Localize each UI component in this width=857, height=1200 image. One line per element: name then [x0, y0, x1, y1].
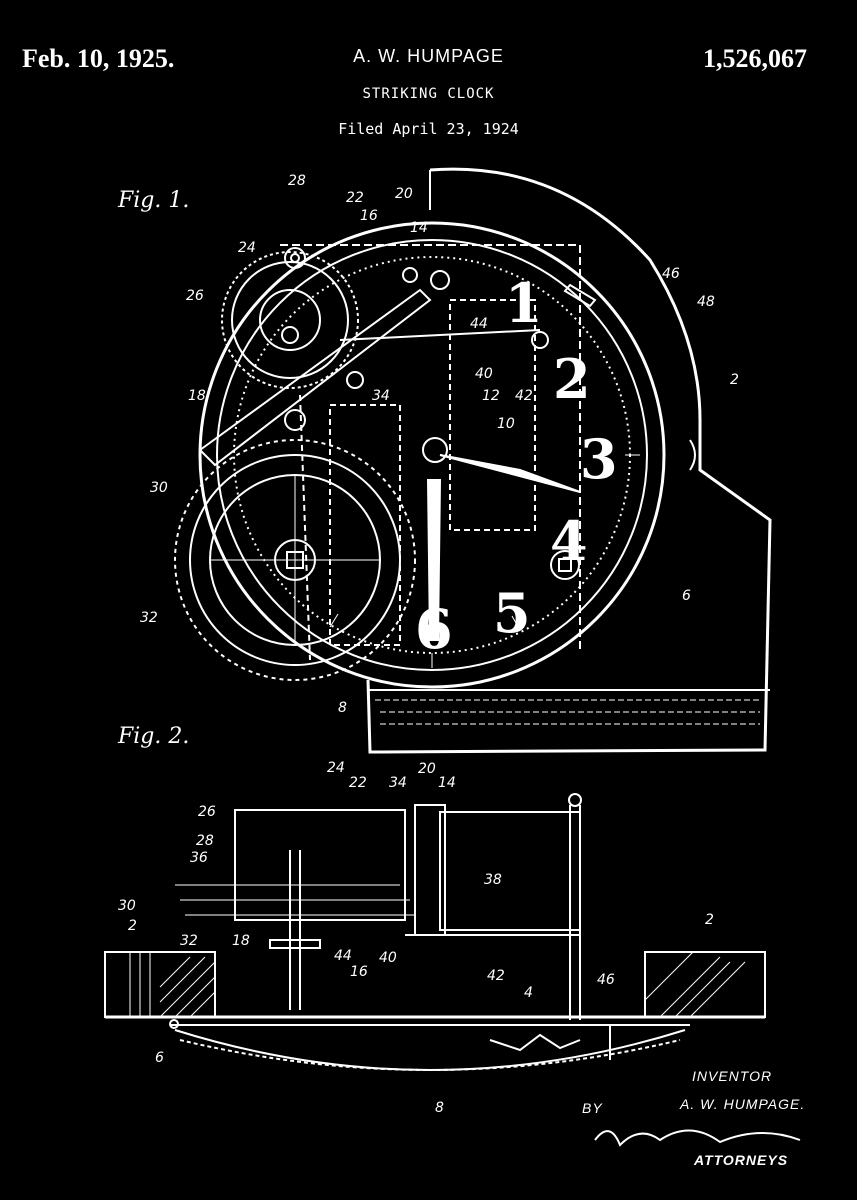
ref-label: 12: [482, 388, 500, 404]
ref-label: 44: [470, 316, 488, 332]
ref-label: 2: [730, 372, 739, 388]
clock-numeral-5: 5: [493, 581, 531, 645]
patent-date: Feb. 10, 1925.: [22, 44, 175, 73]
ref-label: 28: [196, 833, 214, 849]
inventor-name-header: A. W. HUMPAGE: [353, 46, 504, 66]
ref-label: 46: [597, 972, 615, 988]
ref-label: 18: [232, 933, 250, 949]
ref-label: 10: [497, 416, 515, 432]
clock-numeral-4: 4: [550, 509, 588, 573]
clock-numeral-3: 3: [580, 427, 618, 491]
ref-label: 28: [288, 173, 306, 189]
ref-label: 44: [334, 948, 352, 964]
attorneys-label: ATTORNEYS: [694, 1152, 789, 1168]
ref-label: 2: [705, 912, 714, 928]
ref-label: 18: [188, 388, 206, 404]
ref-label: 20: [395, 186, 413, 202]
ref-label: 30: [150, 480, 168, 496]
ref-label: 48: [697, 294, 715, 310]
ref-label: 38: [484, 872, 502, 888]
ref-label: 16: [350, 964, 368, 980]
by-label: BY: [582, 1100, 603, 1116]
ref-label: 40: [475, 366, 493, 382]
ref-label: 40: [379, 950, 397, 966]
ref-label: 2: [128, 918, 137, 934]
ref-label: 24: [238, 240, 256, 256]
ref-label: 32: [180, 933, 198, 949]
fig1-label: Fig. 1.: [118, 188, 190, 213]
clock-numeral-2: 2: [553, 347, 591, 411]
fig2-drawing: [104, 793, 766, 1071]
inventor-name: A. W. HUMPAGE.: [680, 1096, 806, 1112]
ref-label: 26: [186, 288, 204, 304]
ref-label: 42: [487, 968, 505, 984]
ref-label: 42: [515, 388, 533, 404]
ref-label: 34: [372, 388, 390, 404]
ref-label: 46: [662, 266, 680, 282]
inventor-label: INVENTOR: [692, 1068, 773, 1084]
ref-label: 14: [410, 220, 428, 236]
ref-label: 30: [118, 898, 136, 914]
ref-label: 8: [435, 1100, 444, 1116]
ref-label: 26: [198, 804, 216, 820]
ref-label: 36: [190, 850, 208, 866]
ref-label: 6: [682, 588, 691, 604]
clock-numeral-6: 6: [415, 597, 453, 661]
ref-label: 4: [524, 985, 533, 1001]
ref-label: 6: [155, 1050, 164, 1066]
ref-label: 32: [140, 610, 158, 626]
fig2-label: Fig. 2.: [118, 724, 190, 749]
filed-date: Filed April 23, 1924: [338, 120, 519, 138]
ref-label: 22: [349, 775, 367, 791]
ref-label: 16: [360, 208, 378, 224]
ref-label: 34: [389, 775, 407, 791]
ref-label: 8: [338, 700, 347, 716]
attorney-signature: [594, 1129, 801, 1147]
fig1-drawing: [174, 167, 772, 754]
ref-label: 22: [346, 190, 364, 206]
patent-number: 1,526,067: [703, 44, 807, 73]
ref-label: 20: [418, 761, 436, 777]
patent-title: STRIKING CLOCK: [362, 86, 495, 102]
clock-numeral-1: 1: [505, 271, 543, 335]
ref-label: 24: [327, 760, 345, 776]
ref-label: 14: [438, 775, 456, 791]
